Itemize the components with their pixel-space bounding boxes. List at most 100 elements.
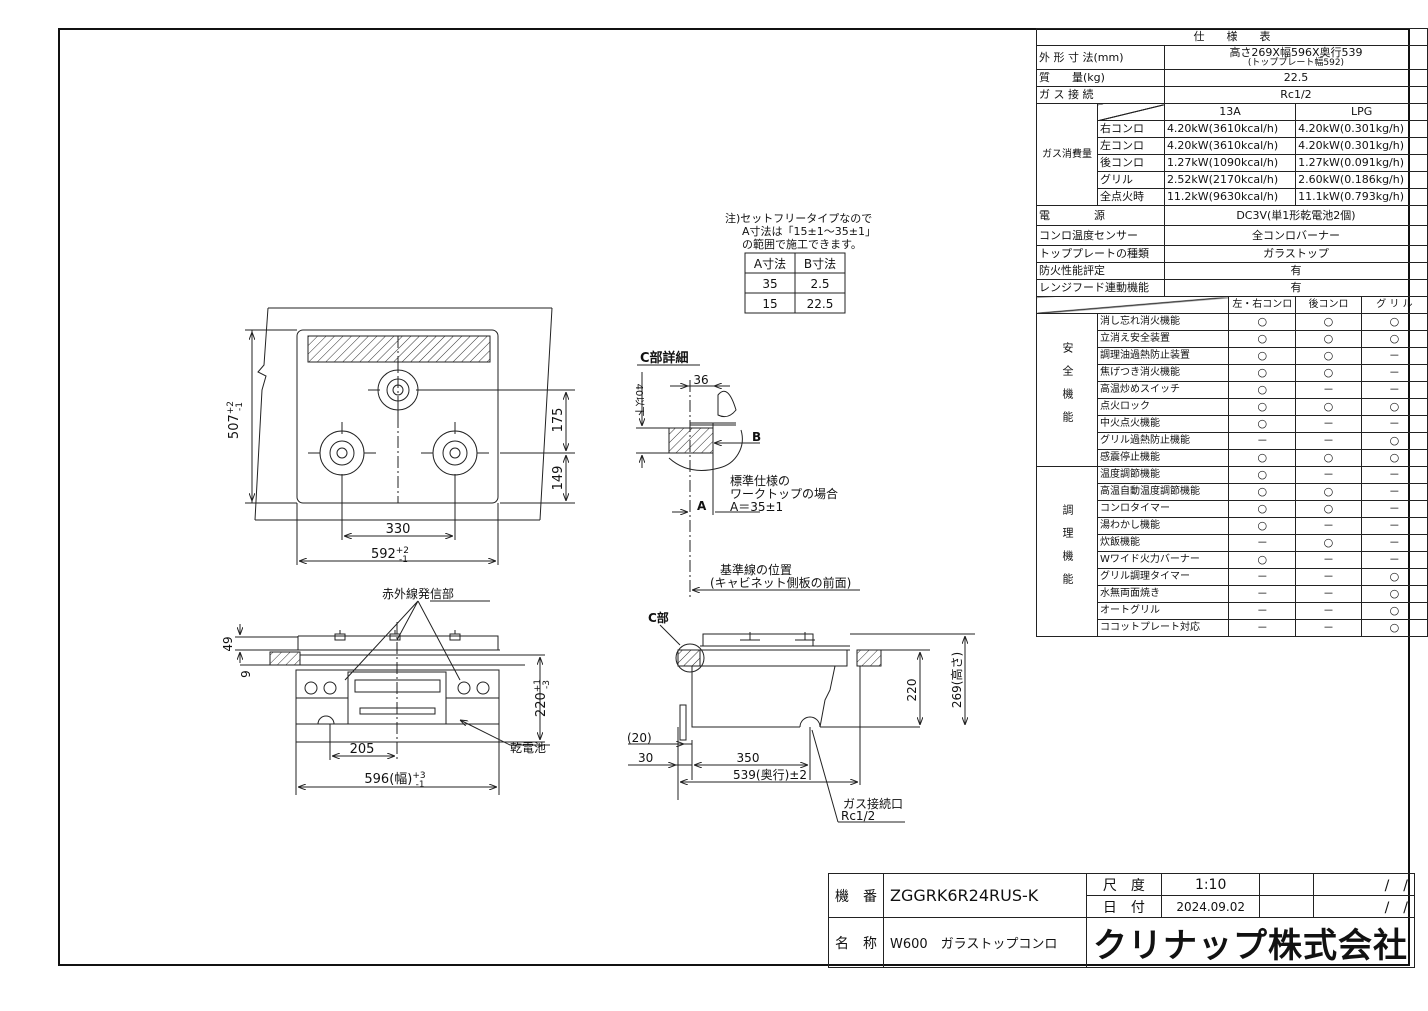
top-view (245, 307, 575, 565)
feature-row: 中火点火機能○－－ (1037, 415, 1428, 433)
dimension-40-max: 40以下 (633, 384, 644, 417)
note-line-3: の範囲で施工できます。 (742, 237, 862, 251)
feature-value: ○ (1360, 432, 1428, 450)
countertop-outline (254, 307, 553, 521)
dimension-330: 330 (386, 522, 411, 537)
dimension-9: 9 (239, 670, 253, 678)
feature-name: 高温炒めスイッチ (1096, 381, 1230, 399)
depth-dimension-507: 507 (227, 414, 242, 439)
feature-value: ○ (1360, 585, 1428, 603)
model-label: 機 番 (828, 873, 884, 918)
feature-value: ○ (1295, 364, 1362, 382)
grill-vent (307, 335, 491, 363)
feature-value: － (1360, 381, 1428, 399)
svg-text:220+1-3: 220+1-3 (533, 679, 552, 717)
battery-label: 乾電池 (510, 741, 546, 755)
tolerance-plus: +1 (533, 679, 543, 692)
feature-value: － (1228, 602, 1297, 620)
feature-name: 立消え安全装置 (1096, 330, 1230, 348)
burner-name: グリル (1097, 171, 1165, 189)
feature-value: ○ (1360, 313, 1428, 331)
fire-rating-label: 防火性能評定 (1036, 262, 1165, 280)
ab-dimension-table (744, 252, 846, 314)
blank-date-2: / / (1312, 895, 1416, 918)
feature-name: 消し忘れ消火機能 (1096, 313, 1230, 331)
hood-link-value: 有 (1163, 279, 1428, 297)
feature-column-header: 後コンロ (1295, 296, 1362, 314)
tolerance-minus: -1 (399, 555, 408, 565)
feature-row: 安全機能消し忘れ消火機能○○○ (1036, 313, 1428, 467)
gas-port-label: ガス接続口 (843, 796, 903, 811)
width-dimension-592: 592 (371, 547, 396, 562)
product-name: W600 ガラストップコンロ (883, 917, 1087, 968)
feature-value: － (1228, 585, 1297, 603)
feature-name: Wワイド火力バーナー (1096, 551, 1230, 569)
feature-value: ○ (1360, 619, 1428, 637)
feature-value: ○ (1295, 398, 1362, 416)
feature-row: 調理機能温度調節機能○－－ (1036, 466, 1428, 637)
feature-value: － (1295, 415, 1362, 433)
date-value: 2024.09.02 (1160, 895, 1261, 918)
ab-cell: 35 (762, 277, 777, 291)
note-line-2: A寸法は「15±1～35±1」 (742, 224, 876, 238)
feature-value: ○ (1295, 483, 1362, 501)
feature-value: ○ (1295, 313, 1362, 331)
feature-row: 水無両面焼き－－○ (1037, 585, 1428, 603)
dimensions-sub: (トッププレート幅592) (1247, 57, 1345, 68)
feature-row: 湯わかし機能○－－ (1037, 517, 1428, 535)
feature-value: － (1360, 500, 1428, 518)
feature-value: ○ (1360, 398, 1428, 416)
feature-value: ○ (1228, 330, 1297, 348)
feature-row: グリル過熱防止機能－－○ (1037, 432, 1428, 450)
side-view (628, 624, 975, 823)
value-lpg: 11.1kW(0.793kg/h) (1295, 188, 1428, 206)
feature-value: － (1295, 551, 1362, 569)
feature-name: オートグリル (1096, 602, 1230, 620)
feature-group-label: 安全機能 (1061, 342, 1074, 434)
standard-worktop-line-2: ワークトップの場合 (730, 486, 838, 501)
value-lpg: 1.27kW(0.091kg/h) (1295, 154, 1428, 172)
diagonal-cell (1097, 103, 1165, 121)
power-value: DC3V(単1形乾電池2個) (1163, 205, 1428, 226)
company-logo: クリナップ株式会社 (1086, 917, 1415, 968)
feature-name: 湯わかし機能 (1096, 517, 1230, 535)
feature-value: － (1295, 568, 1362, 586)
feature-name: グリル過熱防止機能 (1096, 432, 1230, 450)
dimensions-value: 高さ269X幅596X奥行539 (1229, 45, 1363, 59)
feature-value: － (1295, 517, 1362, 535)
feature-group-label: 調理機能 (1061, 503, 1074, 596)
spec-table: 仕 様 表 外 形 寸 法(mm) 高さ269X幅596X奥行539(トッププレ… (1035, 28, 1428, 637)
gas-consumption-label: ガス消費量 (1036, 103, 1098, 206)
height-dimension-269: 269(高さ) (949, 652, 964, 708)
dimension-30: 30 (638, 751, 653, 765)
feature-value: － (1295, 466, 1362, 484)
feature-name: 炊飯機能 (1096, 534, 1230, 552)
feature-value: － (1360, 415, 1428, 433)
dimension-350: 350 (737, 751, 760, 765)
feature-value: ○ (1228, 500, 1297, 518)
value-13a: 2.52kW(2170kcal/h) (1163, 171, 1297, 189)
hood-link-label: レンジフード連動機能 (1036, 279, 1165, 297)
tolerance-minus: -1 (416, 780, 425, 790)
feature-value: ○ (1295, 330, 1362, 348)
feature-row: 立消え安全装置○○○ (1037, 330, 1428, 348)
feature-value: － (1360, 466, 1428, 484)
height-dimension-220: 220 (534, 692, 549, 717)
feature-value: － (1228, 534, 1297, 552)
c-detail-title: C部詳細 (640, 350, 689, 366)
feature-value: － (1228, 568, 1297, 586)
feature-value: ○ (1295, 500, 1362, 518)
feature-value: ○ (1360, 602, 1428, 620)
dimension-149: 149 (551, 466, 566, 491)
spec-title: 仕 様 表 (1036, 28, 1428, 46)
feature-value: － (1360, 534, 1428, 552)
feature-row: オートグリル－－○ (1037, 602, 1428, 620)
feature-row: 点火ロック○○○ (1037, 398, 1428, 416)
date-label: 日 付 (1086, 895, 1162, 918)
feature-value: － (1295, 381, 1362, 399)
feature-row: ココットプレート対応－－○ (1037, 619, 1428, 637)
feature-value: － (1360, 483, 1428, 501)
feature-value: － (1360, 364, 1428, 382)
value-lpg: 2.60kW(0.186kg/h) (1295, 171, 1428, 189)
